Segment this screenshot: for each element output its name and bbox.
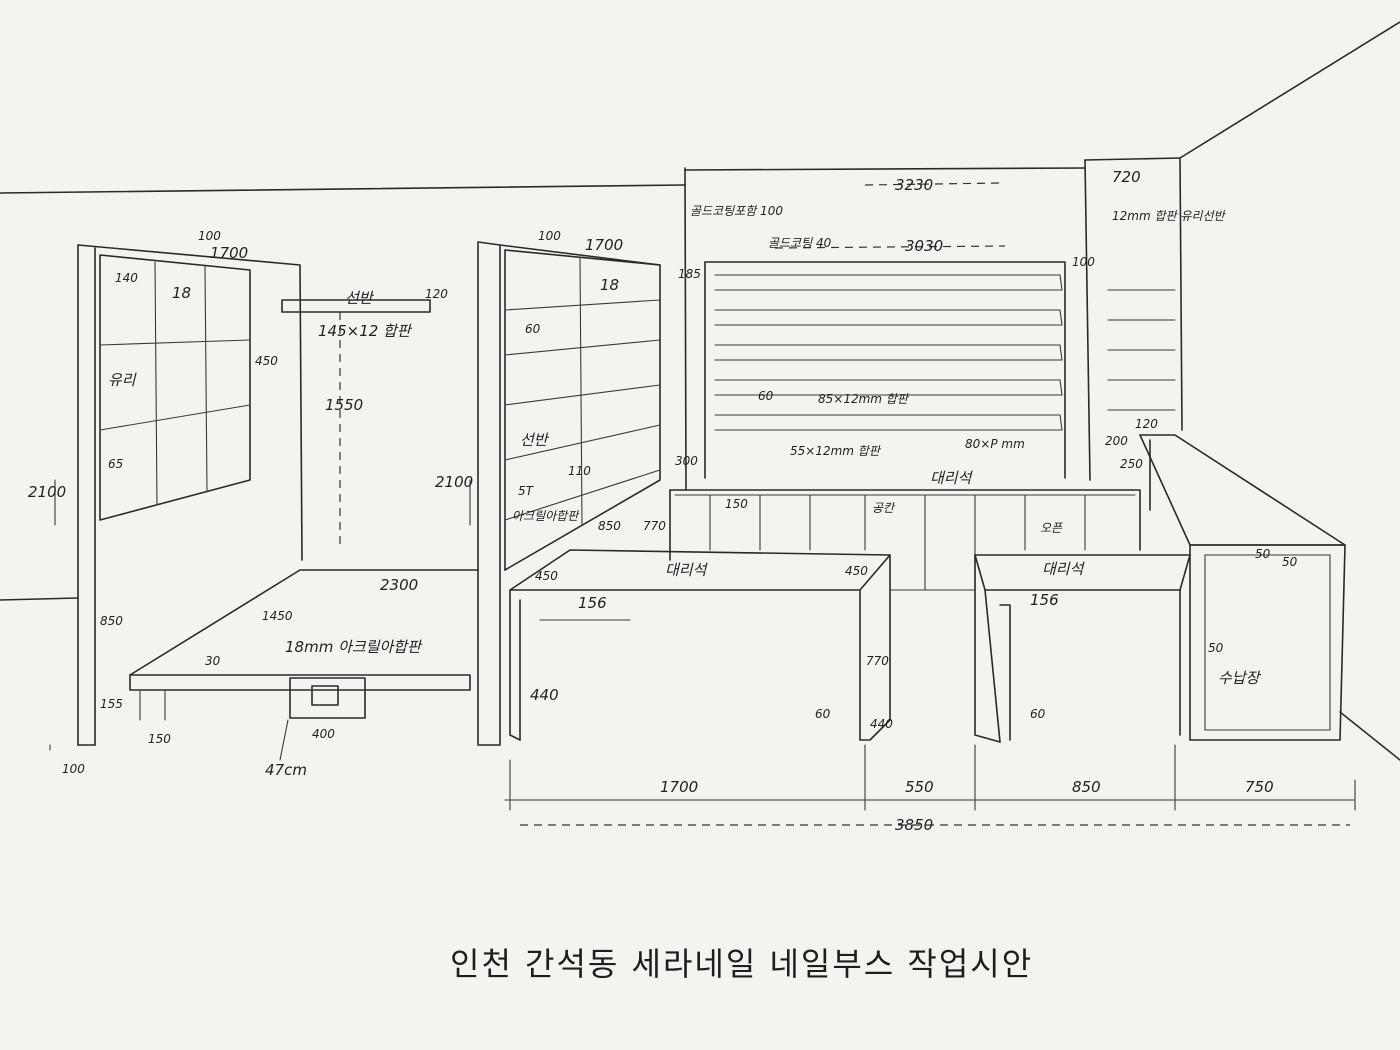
label-t2-156: 156 (1030, 591, 1059, 609)
label-c-50c: 50 (1208, 641, 1224, 655)
label-right-250: 250 (1120, 457, 1143, 471)
label-t1-450: 450 (535, 569, 558, 583)
label-c-50b: 50 (1282, 555, 1298, 569)
label-t1-156: 156 (578, 594, 607, 612)
label-left-glass: 유리 (108, 371, 137, 389)
label-back-85-spec: 85×12mm 합판 (818, 392, 910, 406)
label-mid-width: 1700 (585, 236, 623, 254)
label-left-100b: 100 (62, 762, 85, 776)
label-left-18: 18 (172, 284, 191, 302)
floor-platform (129, 299, 479, 761)
label-right-200: 200 (1105, 434, 1128, 448)
label-back-gold-40: 골드코팅 40 (768, 236, 832, 250)
annotation-labels: 100 1700 140 18 유리 450 65 2100 850 155 1… (28, 168, 1298, 834)
label-mid-850: 850 (598, 519, 621, 533)
label-shelf: 선반 (345, 289, 375, 307)
marble-table-left (509, 549, 891, 741)
label-right-12mm: 12mm 합판 유리선반 (1112, 209, 1226, 223)
label-floor-47cm: 47cm (265, 761, 307, 779)
lower-cabinets (669, 489, 1141, 591)
label-mid-60: 60 (525, 322, 541, 336)
label-dim-850: 850 (1072, 778, 1101, 796)
label-floor-2300: 2300 (380, 576, 418, 594)
label-mid-110: 110 (568, 464, 591, 478)
label-t2-60: 60 (1030, 707, 1046, 721)
label-floor-400: 400 (312, 727, 335, 741)
label-left-100: 100 (198, 229, 221, 243)
label-mid-18: 18 (600, 276, 619, 294)
label-floor-1450: 1450 (262, 609, 293, 623)
label-left-150: 150 (148, 732, 171, 746)
label-left-140: 140 (115, 271, 138, 285)
back-wall-shelves (704, 261, 1176, 479)
label-c-name: 수납장 (1218, 669, 1262, 687)
label-t1-450b: 450 (845, 564, 868, 578)
label-cab-drawer: 공칸 (872, 501, 896, 515)
marble-table-right (974, 554, 1191, 743)
label-cab-150: 150 (725, 497, 748, 511)
dimension-lines (49, 182, 1356, 826)
label-right-720: 720 (1112, 168, 1141, 186)
label-right-100: 100 (1072, 255, 1095, 269)
label-floor-plywood: 18mm 아크릴아합판 (285, 638, 423, 656)
label-dim-3850: 3850 (895, 816, 933, 834)
label-shelf-spec: 145×12 합판 (318, 322, 413, 340)
label-t1-770: 770 (866, 654, 889, 668)
label-back-300: 300 (675, 454, 698, 468)
label-right-120: 120 (1135, 417, 1158, 431)
label-mid-height: 2100 (435, 473, 473, 491)
label-mid-100: 100 (538, 229, 561, 243)
label-back-3030: 3030 (905, 237, 943, 255)
left-glass-cabinet (77, 244, 303, 746)
label-1550: 1550 (325, 396, 363, 414)
label-left-450: 450 (255, 354, 278, 368)
label-back-185: 185 (678, 267, 701, 281)
sketch-title: 인천 간석동 세라네일 네일부스 작업시안 (450, 945, 1033, 983)
middle-glass-cabinet (477, 241, 661, 746)
label-dim-1700: 1700 (660, 778, 698, 796)
label-back-3230: 3230 (895, 176, 933, 194)
label-mid-5t: 5T (518, 484, 535, 498)
label-left-65: 65 (108, 457, 123, 471)
label-back-gold-100: 골드코팅포함 100 (690, 204, 783, 218)
label-back-60: 60 (758, 389, 774, 403)
label-t1-60: 60 (815, 707, 831, 721)
label-back-80: 80×P mm (965, 437, 1025, 451)
label-marble-back: 대리석 (930, 469, 974, 487)
label-left-850: 850 (100, 614, 123, 628)
label-mid-acrylic: 아크릴아합판 (512, 509, 580, 523)
label-dim-750: 750 (1245, 778, 1274, 796)
corner-counter (1139, 434, 1346, 741)
label-left-155: 155 (100, 697, 123, 711)
label-t1-440b: 440 (870, 717, 893, 731)
label-dim-550: 550 (905, 778, 934, 796)
label-marble-left: 대리석 (665, 561, 709, 579)
label-shelf-120: 120 (425, 287, 448, 301)
room-outline (0, 21, 1400, 761)
label-left-height: 2100 (28, 483, 66, 501)
label-back-55-spec: 55×12mm 합판 (790, 444, 882, 458)
label-marble-right: 대리석 (1042, 560, 1086, 578)
label-mid-shelf: 선반 (520, 431, 550, 449)
label-mid-770: 770 (643, 519, 666, 533)
label-cab-open: 오픈 (1040, 521, 1063, 535)
label-c-50: 50 (1255, 547, 1271, 561)
label-left-width: 1700 (210, 244, 248, 262)
label-t1-440: 440 (530, 686, 559, 704)
label-floor-30: 30 (205, 654, 221, 668)
